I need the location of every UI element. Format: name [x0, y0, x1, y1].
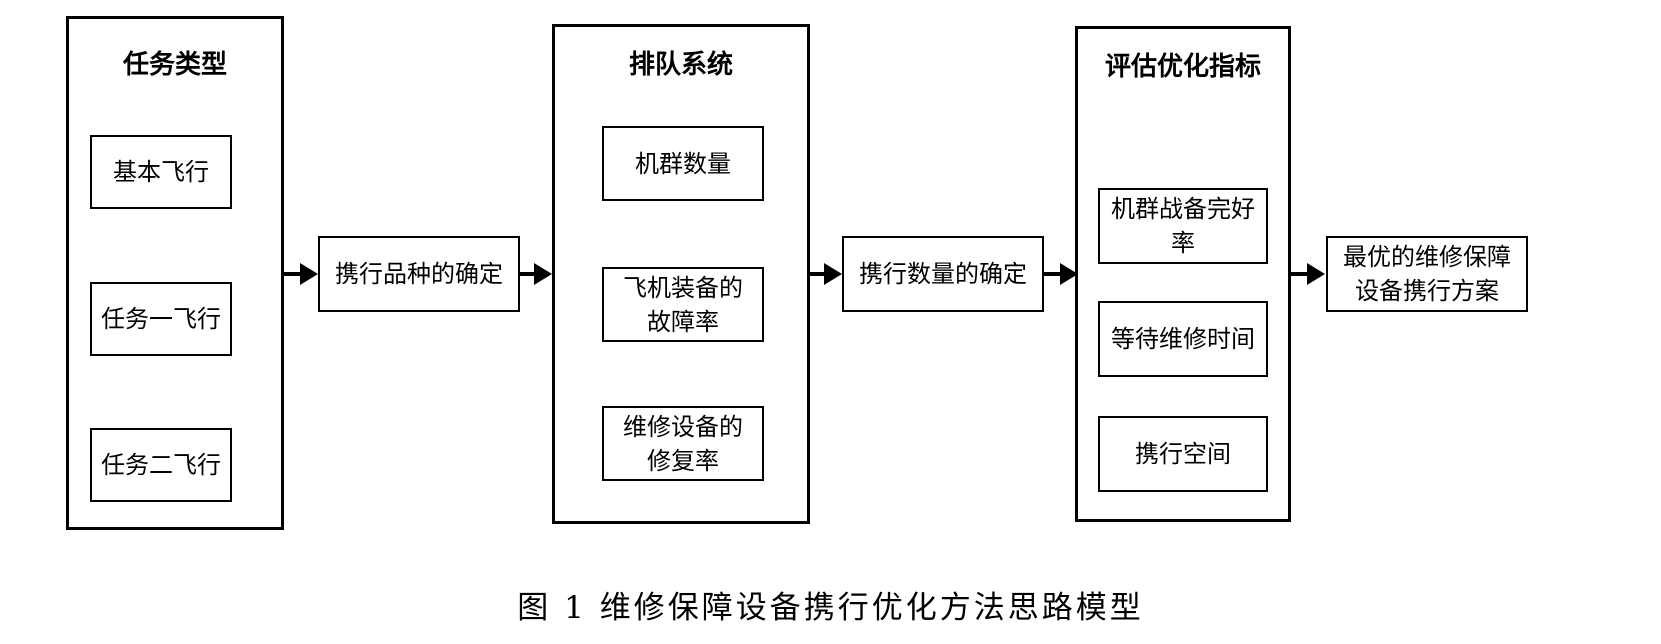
failure-rate-box: 飞机装备的故障率 — [602, 267, 764, 342]
wait-time-box: 等待维修时间 — [1098, 301, 1268, 377]
repair-rate-box: 维修设备的修复率 — [602, 406, 764, 481]
arrow-to-result — [1291, 263, 1325, 285]
optimal-plan-box: 最优的维修保障设备携行方案 — [1326, 236, 1528, 312]
mission-two-flight-box: 任务二飞行 — [90, 428, 232, 502]
queue-system-title: 排队系统 — [628, 50, 733, 80]
basic-flight-box: 基本飞行 — [90, 135, 232, 209]
figure-caption: 图 1 维修保障设备携行优化方法思路模型 — [517, 590, 1144, 626]
arrow-to-queue-system — [520, 263, 552, 285]
task-types-title: 任务类型 — [122, 50, 227, 80]
readiness-rate-box: 机群战备完好率 — [1098, 188, 1268, 264]
arrow-to-evaluation — [1044, 263, 1078, 285]
evaluation-title: 评估优化指标 — [1104, 52, 1261, 82]
arrow-to-variety — [284, 263, 318, 285]
fleet-size-box: 机群数量 — [602, 126, 764, 201]
carry-space-box: 携行空间 — [1098, 416, 1268, 492]
variety-determination-box: 携行品种的确定 — [318, 236, 520, 312]
quantity-determination-box: 携行数量的确定 — [842, 236, 1044, 312]
arrow-to-quantity — [810, 263, 842, 285]
mission-one-flight-box: 任务一飞行 — [90, 282, 232, 356]
